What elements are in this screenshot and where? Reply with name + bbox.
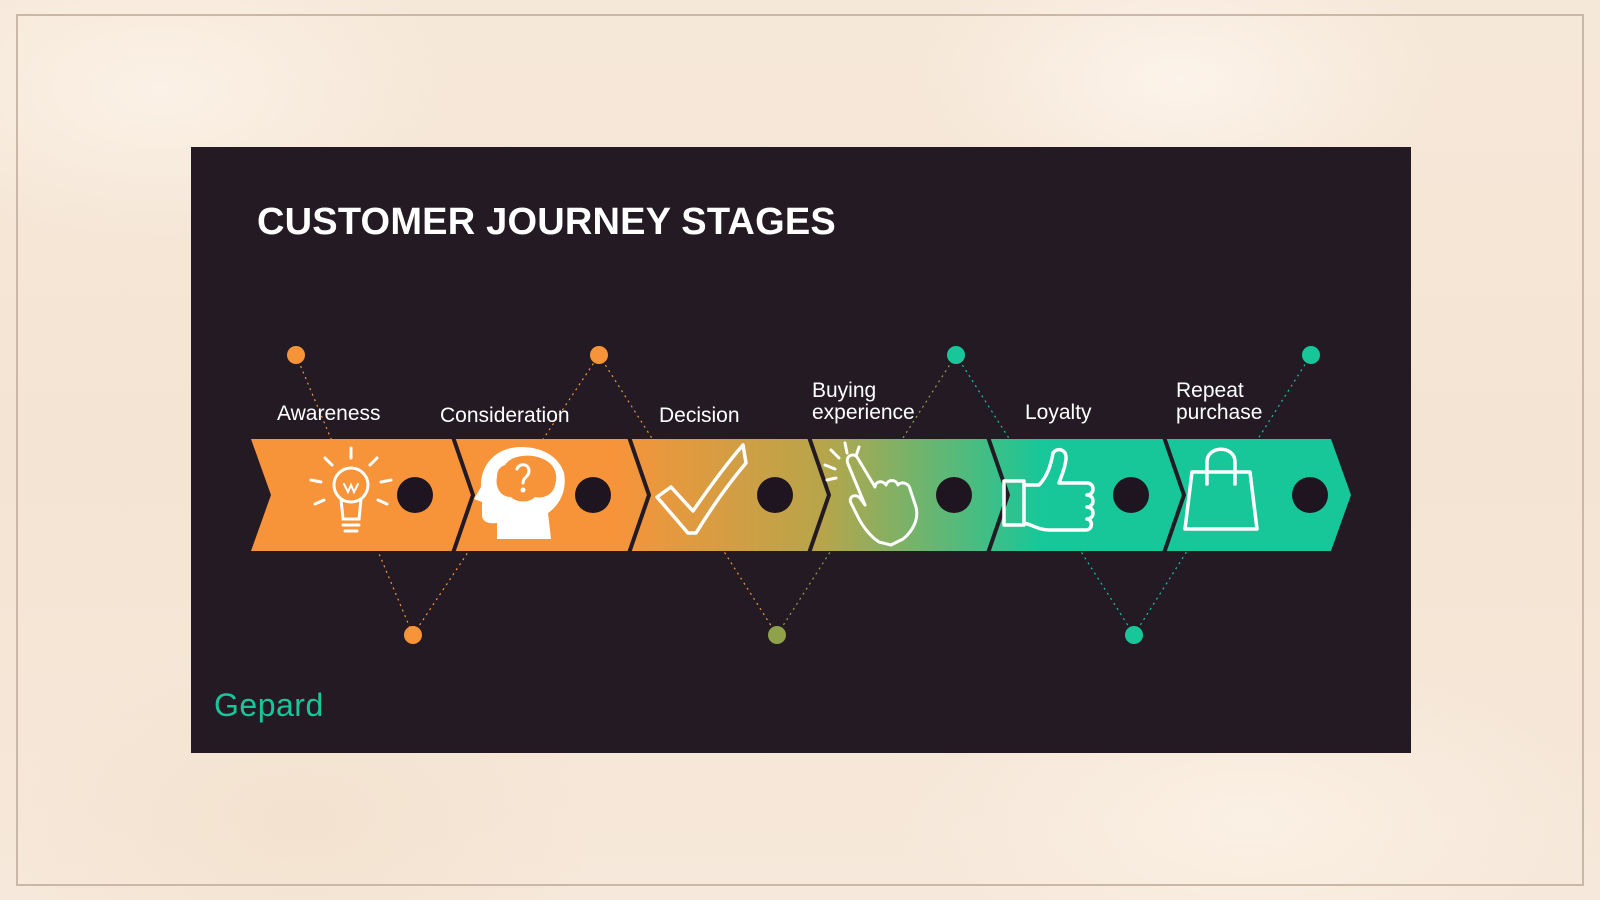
stage-label-line: Repeat <box>1176 379 1244 402</box>
dot-orange <box>287 346 305 364</box>
stage-label-awareness: Awareness <box>277 402 381 425</box>
slide-title: CUSTOMER JOURNEY STAGES <box>257 201 836 243</box>
chevron-separators <box>451 436 1187 554</box>
timeline-dots <box>287 346 1320 644</box>
outer-frame <box>16 14 1584 886</box>
journey-diagram <box>251 346 1351 644</box>
node-hole <box>1113 477 1149 513</box>
dot-orange <box>590 346 608 364</box>
node-hole <box>1292 477 1328 513</box>
chevron-repeat-purchase <box>1144 439 1351 551</box>
stage-label-buying-experience: Buying experience <box>812 380 915 424</box>
connector-line <box>776 354 957 636</box>
dot-green <box>1302 346 1320 364</box>
chevron-awareness <box>251 439 473 551</box>
node-hole <box>575 477 611 513</box>
connector-line <box>955 354 1135 636</box>
node-hole <box>757 477 793 513</box>
pointing-hand-icon <box>823 441 919 547</box>
stage-label-decision: Decision <box>659 404 740 427</box>
brain-question-icon <box>474 447 565 539</box>
stage-label-consideration: Consideration <box>440 404 570 427</box>
stage-label-line: purchase <box>1176 401 1263 424</box>
node-holes <box>397 477 1328 513</box>
dot-green <box>947 346 965 364</box>
stage-label-line: Buying <box>812 379 877 402</box>
connector-line <box>1133 354 1312 636</box>
stage-label-line: experience <box>812 401 915 424</box>
brand-logo: Gepard <box>214 687 324 723</box>
shopping-bag-icon <box>1183 447 1259 531</box>
thumbs-up-icon <box>1002 447 1095 532</box>
connector-line <box>598 354 778 636</box>
stage-label-repeat-purchase: Repeat purchase <box>1176 380 1262 424</box>
dot-orange <box>404 626 422 644</box>
stage-label-loyalty: Loyalty <box>1025 401 1092 424</box>
chevron-loyalty <box>968 439 1184 551</box>
lightbulb-icon <box>309 446 393 533</box>
slide: CUSTOMER JOURNEY STAGES <box>191 147 1411 753</box>
node-hole <box>397 477 433 513</box>
checkmark-icon <box>655 443 748 535</box>
dot-green <box>1125 626 1143 644</box>
node-hole <box>936 477 972 513</box>
chevron-buying-experience <box>789 439 1008 551</box>
dot-olive <box>768 626 786 644</box>
